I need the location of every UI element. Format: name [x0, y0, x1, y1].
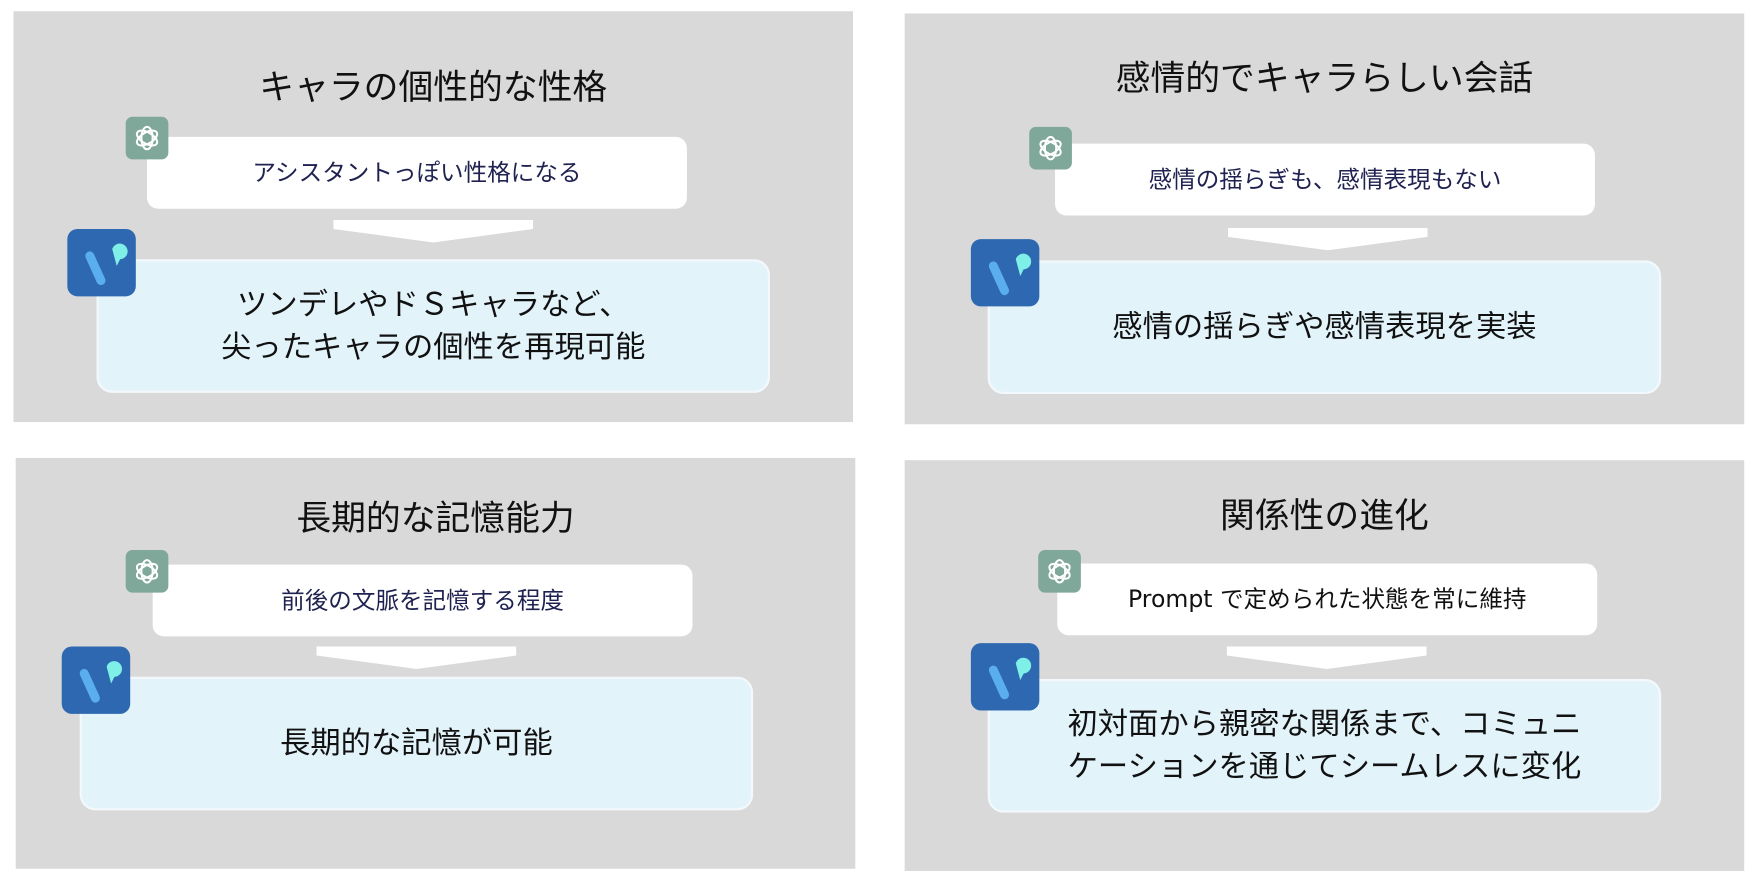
before-text-box: アシスタントっぽい性格になる	[147, 136, 687, 209]
before-text: 感情の揺らぎも、感情表現もない	[1148, 166, 1502, 194]
down-arrow-icon	[333, 219, 534, 243]
after-text-box: 初対面から親密な関係まで、コミュニケーションを通じてシームレスに変化	[987, 679, 1662, 813]
after-text-line: ケーションを通じてシームレスに変化	[1067, 749, 1582, 784]
v-app-logo-icon	[970, 239, 1040, 307]
after-text-box: ツンデレやドＳキャラなど、尖ったキャラの個性を再現可能	[96, 259, 770, 393]
comparison-panel: 長期的な記憶能力 前後の文脈を記憶する程度 長期的な記憶が可能	[15, 457, 856, 869]
v-app-logo-icon	[67, 228, 136, 297]
down-arrow-icon	[1227, 227, 1428, 251]
after-text-line: 感情の揺らぎや感情表現を実装	[1112, 309, 1537, 345]
chatgpt-logo-icon	[1029, 126, 1072, 170]
after-text: ツンデレやドＳキャラなど、尖ったキャラの個性を再現可能	[221, 283, 645, 368]
before-text-box: 前後の文脈を記憶する程度	[152, 564, 693, 637]
panel-title: 感情的でキャラらしい会話	[1115, 58, 1534, 99]
after-text-box: 感情の揺らぎや感情表現を実装	[987, 260, 1662, 394]
before-text: 前後の文脈を記憶する程度	[281, 587, 565, 614]
comparison-panel: キャラの個性的な性格 アシスタントっぽい性格になる ツンデレやドＳキャラなど、尖…	[13, 11, 854, 423]
down-arrow-icon	[1226, 646, 1427, 669]
after-text: 初対面から親密な関係まで、コミュニケーションを通じてシームレスに変化	[1067, 703, 1581, 788]
after-text-line: ツンデレやドＳキャラなど、	[237, 286, 630, 322]
panel-title: 長期的な記憶能力	[296, 498, 575, 539]
chatgpt-logo-icon	[1038, 549, 1081, 593]
comparison-panel: 関係性の進化 Prompt で定められた状態を常に維持 初対面から親密な関係まで…	[904, 460, 1745, 871]
after-text-line: 初対面から親密な関係まで、コミュニ	[1067, 706, 1582, 742]
panel-title: 関係性の進化	[1220, 496, 1429, 537]
after-text-line: 長期的な記憶が可能	[280, 725, 553, 761]
comparison-panel: 感情的でキャラらしい会話 感情の揺らぎも、感情表現もない 感情の揺らぎや感情表現…	[904, 13, 1745, 425]
before-text-box: Prompt で定められた状態を常に維持	[1057, 563, 1598, 636]
after-text: 感情の揺らぎや感情表現を実装	[1112, 306, 1536, 349]
after-text-line: 尖ったキャラの個性を再現可能	[221, 329, 646, 365]
before-text: アシスタントっぽい性格になる	[252, 159, 582, 187]
chatgpt-logo-icon	[125, 549, 169, 593]
before-text: Prompt で定められた状態を常に維持	[1127, 585, 1527, 613]
before-text-box: 感情の揺らぎも、感情表現もない	[1055, 143, 1595, 216]
chatgpt-logo-icon	[125, 116, 169, 160]
v-app-logo-icon	[970, 643, 1040, 711]
down-arrow-icon	[316, 646, 517, 669]
after-text-box: 長期的な記憶が可能	[79, 676, 754, 811]
panel-title: キャラの個性的な性格	[259, 67, 608, 108]
after-text: 長期的な記憶が可能	[280, 722, 553, 765]
v-app-logo-icon	[61, 646, 131, 714]
